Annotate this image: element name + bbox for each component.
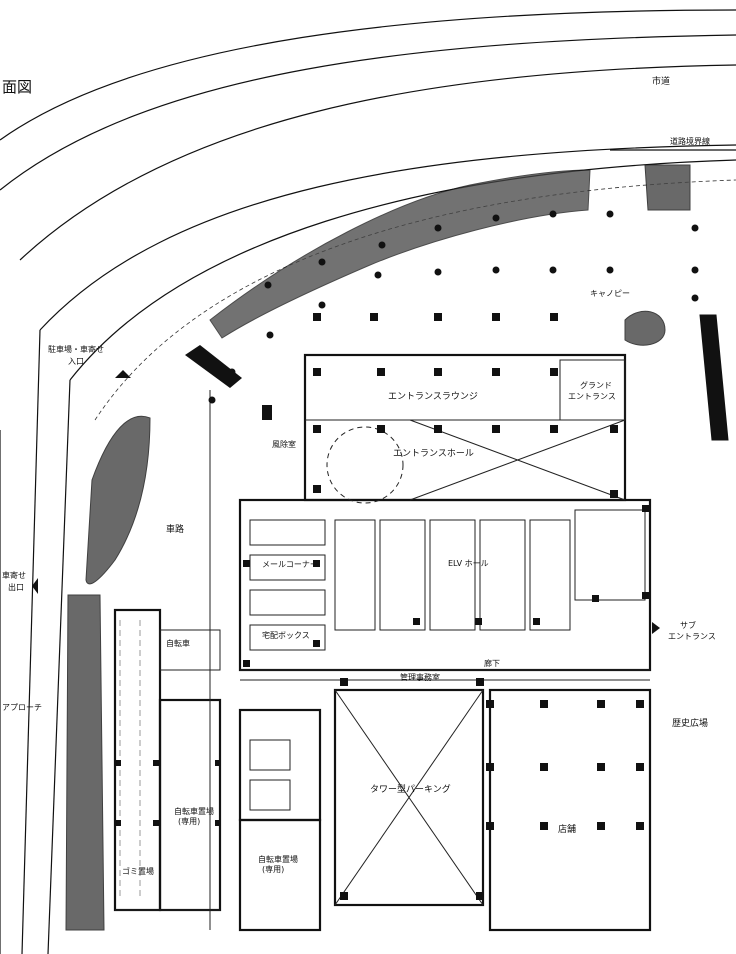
east-entrance-label-1: サブ	[680, 621, 696, 630]
parking-entrance-label-2: 入口	[68, 357, 84, 366]
parking-entrance-label-1: 駐車場・車寄せ	[48, 345, 104, 354]
wind-room-label: 風除室	[272, 440, 296, 449]
bicycle-parking-label-2: (専用)	[178, 817, 201, 826]
road-top-label: 市道	[652, 77, 671, 87]
approach-label: アプローチ	[2, 703, 42, 712]
canopy-label: キャノピー	[590, 289, 630, 298]
grand-entrance-label-2: エントランス	[568, 392, 616, 401]
shop-label: 店舗	[558, 825, 577, 835]
car-exit-label-1: 車寄せ	[2, 571, 26, 580]
tower-parking-label: タワー型パーキング	[370, 785, 451, 795]
elevator-hall-label: ELV ホール	[448, 559, 489, 568]
drawing-title: 面図	[2, 78, 33, 96]
car-exit-label-2: 出口	[8, 583, 24, 592]
history-plaza-label: 歴史広場	[672, 719, 709, 729]
entrance-lounge-label: エントランスラウンジ	[388, 392, 478, 402]
bicycle-parking-label-3: 自転車置場	[258, 855, 298, 864]
triangle-marker-icon	[32, 370, 660, 634]
boundary-label: 道路境界線	[670, 137, 710, 146]
manager-office-label: 管理事務室	[400, 673, 440, 682]
driveway-label: 車路	[166, 525, 185, 535]
grand-entrance-label-1: グランド	[580, 381, 612, 390]
passage-label: 廊下	[484, 659, 500, 668]
bike-store-label: 自転車	[166, 639, 190, 648]
garbage-label: ゴミ置場	[122, 867, 154, 876]
bicycle-parking-label-1: 自転車置場	[174, 807, 214, 816]
delivery-corner-label: 宅配ボックス	[262, 631, 310, 640]
entrance-hall-label: エントランスホール	[393, 449, 474, 459]
bicycle-parking-label-4: (専用)	[262, 865, 285, 874]
east-entrance-label-2: エントランス	[668, 632, 716, 641]
mail-corner-label: メールコーナー	[262, 560, 318, 569]
